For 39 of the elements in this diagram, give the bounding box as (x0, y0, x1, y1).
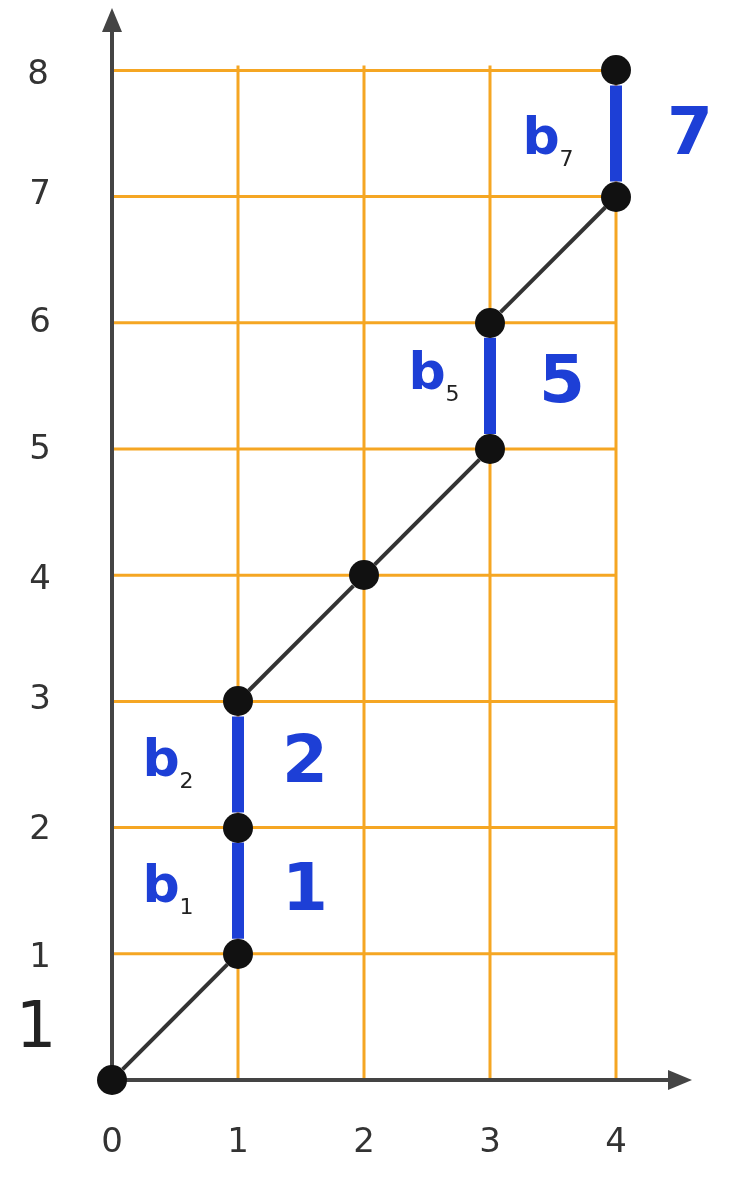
axis-tick-label: 3 (479, 1123, 501, 1157)
line-segment (499, 205, 607, 314)
length-bar (232, 716, 244, 813)
axis-tick-label: 1 (227, 1123, 249, 1157)
line-segment (373, 458, 481, 566)
point-marker (223, 938, 253, 969)
axis-tick-label: 8 (27, 55, 49, 89)
length-label: 2 (282, 727, 328, 793)
point-marker (601, 181, 631, 212)
axis-tick-label: 7 (29, 175, 51, 209)
unit-label: 1 (15, 993, 57, 1057)
axis-tick-label: 5 (29, 430, 51, 464)
point-marker (349, 560, 379, 591)
length-bar (484, 337, 496, 434)
segment-label: b$_{2}$ (142, 732, 194, 792)
length-bar (232, 842, 244, 939)
axis-tick-label: 2 (29, 810, 51, 844)
axis-tick-label: 0 (101, 1123, 123, 1157)
line-segment (121, 963, 229, 1071)
axis-tick-label: 1 (29, 938, 51, 972)
axis-tick-label: 4 (605, 1123, 627, 1157)
axis-tick-label: 4 (29, 560, 51, 594)
point-marker (601, 55, 631, 86)
length-bar (610, 85, 622, 182)
segment-label: b$_{1}$ (142, 858, 194, 918)
axis-tick-label: 2 (353, 1123, 375, 1157)
axis-tick-label: 6 (29, 303, 51, 337)
length-label: 7 (667, 99, 713, 165)
segment-label: b$_{5}$ (408, 345, 460, 405)
line-segment (247, 584, 355, 693)
point-marker (475, 307, 505, 338)
point-marker (475, 434, 505, 464)
length-label: 1 (282, 855, 328, 921)
segment-label: b$_{7}$ (522, 110, 574, 170)
length-label: 5 (539, 347, 585, 413)
point-marker (223, 686, 253, 717)
point-marker (223, 812, 253, 843)
axis-tick-label: 3 (29, 680, 51, 714)
point-marker (97, 1065, 127, 1095)
